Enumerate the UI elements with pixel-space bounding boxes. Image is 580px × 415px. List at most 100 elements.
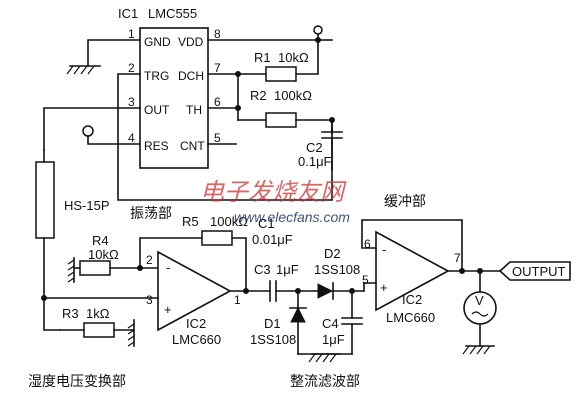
amp2-plus: + bbox=[380, 280, 388, 295]
pin-number-2: 2 bbox=[128, 61, 135, 75]
pin-number-8: 8 bbox=[214, 27, 221, 41]
amp1-minus: - bbox=[166, 260, 170, 275]
pin-number-1: 1 bbox=[128, 27, 135, 41]
pin-number-3: 3 bbox=[128, 95, 135, 109]
pin-name-out: OUT bbox=[144, 103, 170, 117]
ic1-body bbox=[139, 27, 209, 169]
c2-value: 0.1μF bbox=[298, 154, 332, 169]
ic1-part: LMC555 bbox=[148, 6, 197, 21]
resistor-r1 bbox=[265, 66, 297, 82]
section-rectifier-filter: 整流滤波部 bbox=[290, 374, 360, 390]
sensor-ref: HS-15P bbox=[64, 198, 110, 213]
resistor-r2 bbox=[265, 112, 297, 128]
c3-value: 1μF bbox=[276, 262, 299, 277]
diode-d1 bbox=[290, 306, 306, 323]
vdd-terminal bbox=[313, 25, 323, 35]
wire-r5-left bbox=[139, 237, 203, 269]
pin-name-cnt: CNT bbox=[180, 139, 205, 153]
section-buffer: 缓冲部 bbox=[384, 194, 426, 210]
pin-number-5: 5 bbox=[214, 131, 221, 145]
amp2-part: LMC660 bbox=[386, 310, 435, 325]
op-amp-1 bbox=[157, 250, 232, 332]
pin-name-th: TH bbox=[186, 103, 202, 117]
voltmeter-symbol: V bbox=[475, 293, 484, 308]
watermark-logo: 电子发烧友网 bbox=[200, 178, 347, 206]
pin-number-6: 6 bbox=[214, 95, 221, 109]
pin-name-vdd: VDD bbox=[178, 35, 204, 49]
r5-value: 100kΩ bbox=[210, 214, 248, 229]
c2-ref: C2 bbox=[306, 140, 323, 155]
pin-name-dch: DCH bbox=[178, 69, 204, 83]
voltmeter-ac-icon bbox=[471, 311, 489, 317]
c1-value: 0.01μF bbox=[252, 232, 293, 247]
diode-d2 bbox=[317, 283, 334, 299]
d2-value: 1SS108 bbox=[314, 262, 360, 277]
c4-ref: C4 bbox=[322, 316, 339, 331]
junction-dch bbox=[235, 71, 241, 77]
pin-name-res: RES bbox=[144, 139, 169, 153]
wire-dch bbox=[207, 73, 239, 121]
resistor-r5 bbox=[201, 230, 233, 246]
pin-number-4: 4 bbox=[128, 131, 135, 145]
d1-ref: D1 bbox=[264, 316, 281, 331]
amp2-pin-out: 7 bbox=[454, 251, 461, 265]
amp1-designator: IC2 bbox=[186, 316, 206, 331]
r2-value: 100kΩ bbox=[274, 88, 312, 103]
amp2-pin-inv: 6 bbox=[364, 237, 371, 251]
wire-feedback2 bbox=[361, 219, 463, 272]
ground-symbol-ic1 bbox=[66, 65, 101, 75]
wire-gnd bbox=[87, 39, 141, 67]
output-terminal bbox=[498, 261, 571, 281]
r1-value: 10kΩ bbox=[278, 50, 309, 65]
output-label: OUTPUT bbox=[512, 264, 566, 279]
ground-symbol-rectifier bbox=[308, 353, 341, 363]
resistor-r3 bbox=[83, 322, 115, 338]
ic1-designator: IC1 bbox=[118, 6, 138, 21]
humidity-sensor bbox=[35, 161, 55, 239]
r3-value: 1kΩ bbox=[86, 306, 110, 321]
watermark-url: www.elecfans.com bbox=[234, 209, 350, 225]
wire-sensor-bottom bbox=[43, 237, 61, 331]
junction-th bbox=[235, 105, 241, 111]
resistor-r4 bbox=[79, 260, 111, 276]
section-humidity-voltage: 湿度电压变换部 bbox=[28, 373, 126, 390]
r4-value: 10kΩ bbox=[88, 247, 119, 262]
wire-r5-right bbox=[231, 237, 247, 293]
wire-noninv2 bbox=[363, 282, 377, 292]
amp2-designator: IC2 bbox=[402, 292, 422, 307]
ground-symbol-r4 bbox=[67, 257, 75, 283]
wire-reset bbox=[87, 135, 141, 145]
pin-name-trg: TRG bbox=[144, 69, 169, 83]
op-amp-2 bbox=[375, 230, 450, 312]
d2-ref: D2 bbox=[324, 246, 341, 261]
reset-terminal bbox=[82, 125, 94, 137]
c1-ref: C1 bbox=[258, 216, 275, 231]
amp1-pin-inv: 2 bbox=[146, 253, 153, 267]
amp1-pin-noninv: 3 bbox=[146, 293, 153, 307]
r3-ref: R3 bbox=[62, 306, 79, 321]
section-oscillator: 振荡部 bbox=[130, 206, 172, 222]
ground-symbol-r3 bbox=[127, 319, 135, 347]
c4-value: 1μF bbox=[322, 332, 345, 347]
wire-r1-right bbox=[295, 39, 319, 75]
r2-ref: R2 bbox=[250, 88, 267, 103]
ground-symbol-meter bbox=[462, 345, 495, 355]
wire-trigger-threshold-loop bbox=[117, 73, 333, 201]
r5-ref: R5 bbox=[182, 214, 199, 229]
amp1-plus: + bbox=[164, 302, 172, 317]
wire-out-to-sensor bbox=[43, 107, 141, 151]
amp1-pin-out: 1 bbox=[234, 293, 241, 307]
amp2-pin-noninv: 5 bbox=[362, 273, 369, 287]
pin-number-7: 7 bbox=[214, 61, 221, 75]
junction-amp1-out bbox=[243, 288, 249, 294]
c3-ref: C3 bbox=[254, 262, 271, 277]
r4-ref: R4 bbox=[92, 233, 109, 248]
amp1-part: LMC660 bbox=[172, 332, 221, 347]
r1-ref: R1 bbox=[254, 50, 271, 65]
pin-name-gnd: GND bbox=[144, 35, 171, 49]
d1-value: 1SS108 bbox=[250, 332, 296, 347]
amp2-minus: - bbox=[382, 242, 386, 257]
junction-amp2-out bbox=[459, 268, 465, 274]
